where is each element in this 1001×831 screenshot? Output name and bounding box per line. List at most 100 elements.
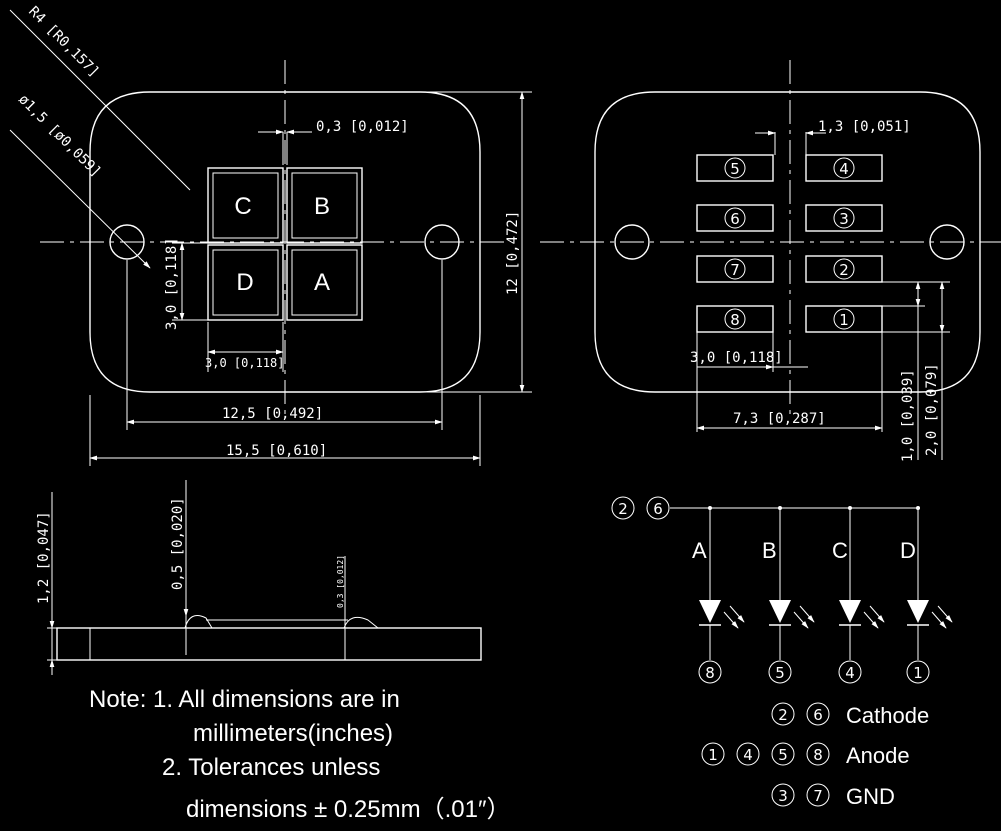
pin-circle bbox=[736, 742, 760, 766]
pad-number: 7 bbox=[730, 261, 740, 279]
led-symbol bbox=[699, 600, 721, 623]
pin-circle bbox=[906, 660, 930, 684]
pitch-2-dim: 2,0 [0,079] bbox=[924, 363, 940, 456]
led-symbol bbox=[769, 600, 791, 623]
pin-number: 5 bbox=[778, 746, 788, 764]
chip-c bbox=[207, 167, 284, 244]
note-line-1: Note: 1. All dimensions are in bbox=[89, 686, 400, 713]
pad bbox=[696, 204, 774, 232]
note-line-4: dimensions ± 0.25mm（.01″） bbox=[186, 796, 511, 823]
led-label: C bbox=[832, 538, 848, 563]
pin-number: 4 bbox=[743, 746, 753, 764]
side-view: 1,2 [0,047] 0,5 [0,020] 0,3 [0,012] bbox=[36, 480, 482, 675]
pad bbox=[696, 255, 774, 283]
legend-label: Anode bbox=[846, 743, 910, 768]
height-dim: 12 [0,472] bbox=[505, 211, 521, 295]
pad-number-circle bbox=[833, 207, 855, 229]
pad-number: 1 bbox=[839, 311, 849, 329]
chip-label-c: C bbox=[234, 193, 251, 220]
pin-circle bbox=[701, 742, 725, 766]
pad-number: 2 bbox=[839, 261, 849, 279]
pin-circle bbox=[768, 660, 792, 684]
pin-circle bbox=[806, 742, 830, 766]
pin-number: 1 bbox=[913, 664, 923, 682]
pin-number: 4 bbox=[845, 664, 855, 682]
pad-number-circle bbox=[833, 258, 855, 280]
chip-array: C B D A bbox=[207, 167, 363, 321]
chip-label-d: D bbox=[236, 269, 253, 296]
pin-circle bbox=[771, 702, 795, 726]
pin-circle bbox=[698, 660, 722, 684]
pin-number: 8 bbox=[705, 664, 715, 682]
legend-label: Cathode bbox=[846, 703, 929, 728]
pin-circle bbox=[771, 742, 795, 766]
package-outline-right bbox=[594, 91, 981, 393]
gap-dim: 0,3 [0,012] bbox=[316, 119, 409, 135]
pad-number: 3 bbox=[839, 210, 849, 228]
note-line-2: millimeters(inches) bbox=[193, 720, 394, 747]
mount-hole-left bbox=[109, 224, 145, 260]
pin-circle bbox=[806, 783, 830, 807]
pin-number: 1 bbox=[708, 746, 718, 764]
pad-number-circle bbox=[724, 258, 746, 280]
pin-number: 5 bbox=[775, 664, 785, 682]
pad-number-circle bbox=[833, 308, 855, 330]
substrate bbox=[56, 627, 482, 661]
span-right-dim: 7,3 [0,287] bbox=[733, 411, 826, 427]
hole-leader bbox=[9, 129, 151, 269]
led-symbol bbox=[907, 600, 929, 623]
mount-hole-right-r bbox=[929, 224, 965, 260]
pad-number-circle bbox=[724, 207, 746, 229]
radius-dim: R4 [R0,157] bbox=[25, 4, 102, 81]
pin-number: 2 bbox=[618, 500, 628, 518]
chip-dim: 0,3 [0,012] bbox=[336, 555, 345, 608]
led-label: B bbox=[762, 538, 777, 563]
chip-a bbox=[286, 244, 363, 321]
pad-height-dim: 3,0 [0,118] bbox=[164, 237, 180, 330]
pad-number-circle bbox=[724, 308, 746, 330]
radius-leader bbox=[9, 9, 191, 191]
pad bbox=[805, 204, 883, 232]
pin-number: 6 bbox=[813, 706, 823, 724]
chip-label-b: B bbox=[314, 193, 330, 220]
lens-dim: 0,5 [0,020] bbox=[170, 497, 186, 590]
chip-d bbox=[207, 244, 284, 321]
led-symbol bbox=[839, 600, 861, 623]
pad bbox=[805, 154, 883, 182]
circuit-diagram: 2 6 A 8 B 5 C 4 D 1 bbox=[611, 496, 953, 684]
pad-number: 4 bbox=[839, 160, 849, 178]
pad-number: 6 bbox=[730, 210, 740, 228]
led-label: A bbox=[692, 538, 707, 563]
pad bbox=[696, 154, 774, 182]
pad bbox=[805, 255, 883, 283]
pad-number-circle bbox=[833, 157, 855, 179]
pad-width-right-dim: 3,0 [0,118] bbox=[690, 350, 783, 366]
pin-circle bbox=[806, 702, 830, 726]
led-label: D bbox=[900, 538, 916, 563]
pin-number: 6 bbox=[653, 500, 663, 518]
pad-number: 8 bbox=[730, 311, 740, 329]
pad bbox=[696, 305, 774, 333]
pin-circle bbox=[771, 783, 795, 807]
top-view: C B D A R4 [R0,157] ø1,5 [ø0,059] 0,3 [0… bbox=[9, 4, 532, 466]
pitch-1-dim: 1,0 [0,039] bbox=[900, 369, 916, 462]
pin-circle bbox=[646, 496, 670, 520]
pin-number: 7 bbox=[813, 787, 823, 805]
pad-width-dim: 3,0 [0,118] bbox=[205, 356, 284, 370]
mount-hole-right bbox=[424, 224, 460, 260]
pad-number: 5 bbox=[730, 160, 740, 178]
thickness-dim: 1,2 [0,047] bbox=[36, 511, 52, 604]
chip-label-a: A bbox=[314, 269, 330, 296]
pin-circle bbox=[838, 660, 862, 684]
chip-b bbox=[286, 167, 363, 244]
pad-number-circle bbox=[724, 157, 746, 179]
width-dim: 15,5 [0,610] bbox=[226, 443, 327, 459]
mount-hole-left-r bbox=[614, 224, 650, 260]
legend-label: GND bbox=[846, 784, 895, 809]
pin-number: 3 bbox=[778, 787, 788, 805]
pad bbox=[805, 305, 883, 333]
pin-circle bbox=[611, 496, 635, 520]
